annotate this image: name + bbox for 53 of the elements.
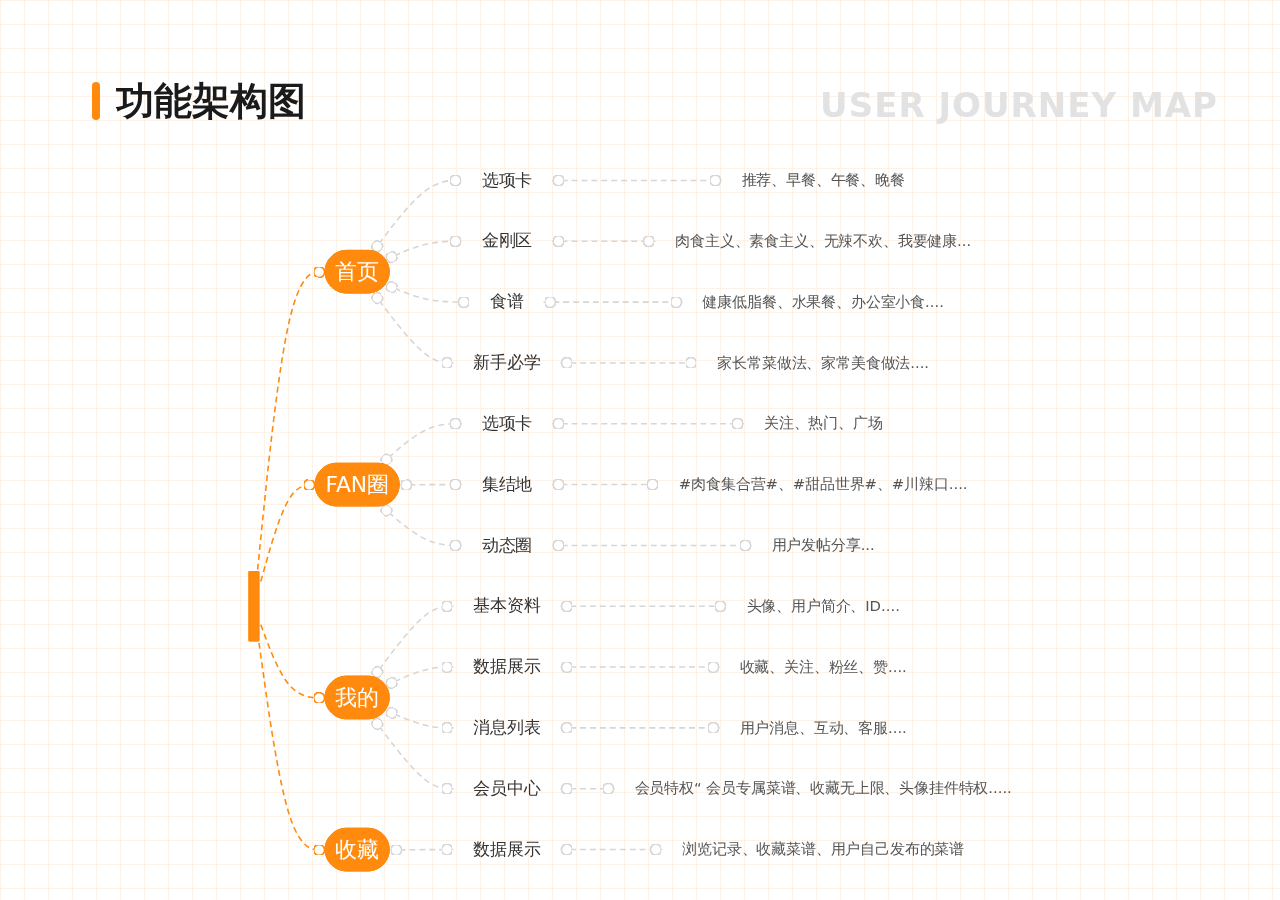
node-text: 选项卡 [481, 169, 532, 190]
node-text: 新手必学 [473, 352, 541, 373]
node-text: 数据展示 [473, 656, 541, 677]
connector [384, 234, 463, 264]
connector [259, 623, 327, 705]
connector [550, 174, 723, 187]
node-text: 会员中心 [473, 778, 541, 798]
node-text: 健康低脂餐、水果餐、办公室小食.... [702, 292, 944, 311]
node-text: 收藏、关注、粉丝、赞.... [739, 657, 907, 676]
connector [559, 843, 663, 856]
connector [550, 417, 745, 431]
connector [256, 265, 327, 571]
node-text: 会员特权“ 会员专属菜谱、收藏无上限、头像挂件特权..... [634, 779, 1012, 798]
connector [550, 234, 656, 248]
node-text: 消息列表 [473, 717, 541, 738]
node-text: 基本资料 [473, 595, 541, 616]
node-text: 关注、热门、广场 [763, 414, 883, 433]
node-text: 用户发帖分享... [771, 536, 875, 555]
connector [559, 782, 616, 796]
connector [370, 599, 455, 679]
node-text: 集结地 [481, 473, 532, 494]
connector [370, 174, 463, 253]
node-text: 浏览记录、收藏菜谱、用户自己发布的菜谱 [681, 840, 964, 859]
node-text: 头像、用户简介、ID.... [746, 597, 900, 615]
node-text: 动态圈 [481, 534, 532, 555]
connector [559, 721, 721, 735]
connector [559, 356, 699, 370]
connector [370, 291, 455, 370]
connector [550, 539, 753, 552]
node-text: 选项卡 [481, 413, 532, 433]
connector [559, 660, 721, 674]
connector [370, 717, 455, 796]
node-text: 用户消息、互动、客服.... [739, 718, 907, 737]
connector [384, 660, 455, 690]
connector [259, 478, 317, 583]
node-text: 推荐、早餐、午餐、晚餐 [741, 171, 905, 190]
node-text: 肉食主义、素食主义、无辣不欢、我要健康... [674, 232, 971, 250]
node-text: 家长常菜做法、家常美食做法.... [717, 353, 929, 372]
connector [379, 417, 463, 466]
connector [379, 504, 463, 552]
connector [384, 280, 471, 309]
title: 功能架构图 [116, 78, 306, 124]
connector [559, 599, 728, 613]
node-text: 金刚区 [481, 230, 532, 251]
node-text: 数据展示 [473, 838, 541, 859]
node-text: 食谱 [489, 291, 524, 312]
connector [388, 843, 455, 857]
connector [384, 706, 455, 735]
connector [257, 642, 327, 857]
connector [542, 295, 684, 309]
connector [550, 478, 660, 491]
connector [398, 478, 463, 492]
node-text: #肉食集合营#、#甜品世界#、#川辣口.... [678, 475, 968, 494]
